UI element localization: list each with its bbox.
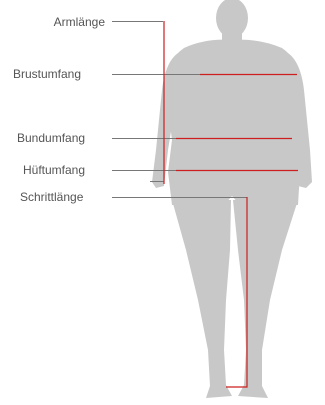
silhouette-torso xyxy=(166,40,300,205)
label-brustumfang: Brustumfang xyxy=(13,67,81,81)
label-hueftumfang: Hüftumfang xyxy=(23,163,85,177)
label-schrittlaenge: Schrittlänge xyxy=(20,190,83,204)
silhouette-left-leg xyxy=(172,200,232,398)
body-silhouette xyxy=(152,0,312,398)
label-armlaenge: Armlänge xyxy=(54,15,105,29)
silhouette-right-leg xyxy=(233,200,298,398)
label-bundumfang: Bundumfang xyxy=(17,131,85,145)
